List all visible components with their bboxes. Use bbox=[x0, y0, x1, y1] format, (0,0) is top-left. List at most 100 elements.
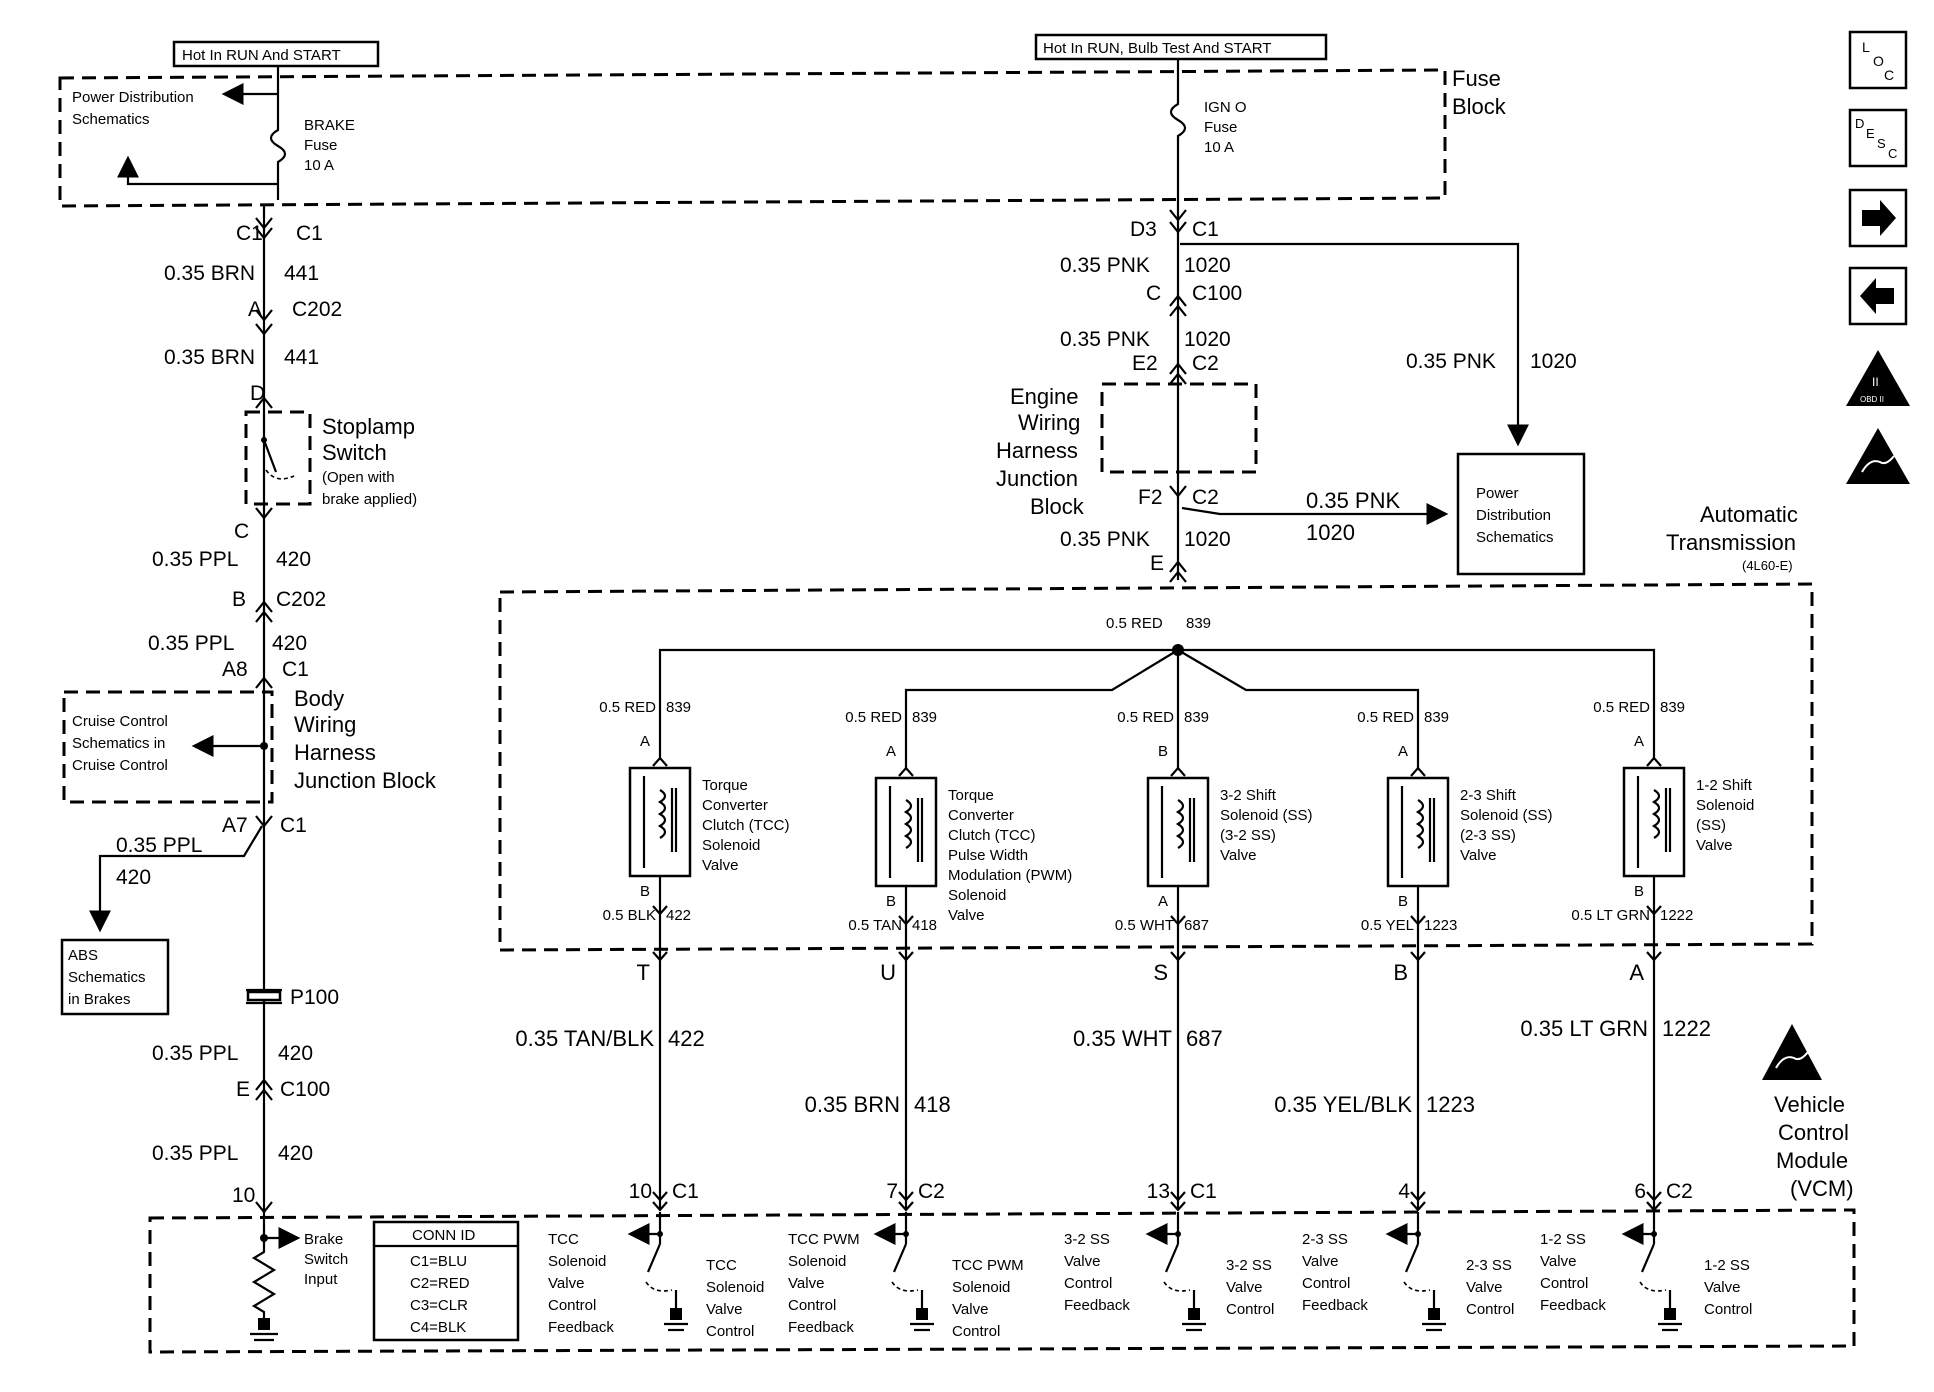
brake-input-circuit bbox=[250, 1212, 301, 1342]
pin-label: 10 bbox=[232, 1184, 255, 1207]
solenoid-body bbox=[874, 776, 938, 888]
next-arrow-icon[interactable] bbox=[1848, 188, 1908, 248]
cruise-label: Schematics in bbox=[72, 735, 165, 752]
conn-label: C1 bbox=[672, 1180, 699, 1203]
control-label: 2-3 SS bbox=[1466, 1257, 1512, 1274]
wire-number: 687 bbox=[1186, 1026, 1223, 1051]
pin-label: E2 bbox=[1132, 352, 1158, 375]
prev-arrow-icon[interactable] bbox=[1848, 266, 1908, 326]
solenoid-body bbox=[1386, 776, 1450, 888]
wire-number: 839 bbox=[666, 699, 691, 716]
wire-number: 839 bbox=[912, 709, 937, 726]
wire-number: 1020 bbox=[1184, 328, 1231, 351]
ground-symbol bbox=[1188, 1308, 1200, 1320]
svg-text:E: E bbox=[1866, 126, 1875, 141]
wire-gauge: 0.35 PNK bbox=[1306, 488, 1400, 513]
wire-number: 420 bbox=[272, 632, 307, 655]
conn-id-table bbox=[372, 1220, 520, 1342]
stoplamp-label: (Open with bbox=[322, 469, 395, 486]
conn-label: C2 bbox=[1192, 486, 1219, 509]
wire-number: 839 bbox=[1184, 709, 1209, 726]
conn-id-row: C1=BLU bbox=[410, 1253, 467, 1270]
pin-label: 4 bbox=[1398, 1180, 1410, 1203]
wire-gauge: 0.35 PNK bbox=[1406, 350, 1496, 373]
wire-number: 1020 bbox=[1306, 520, 1355, 545]
solenoid-label: Solenoid bbox=[702, 837, 760, 854]
wire-gauge: 0.35 PPL bbox=[148, 632, 234, 655]
solenoid-body bbox=[628, 766, 692, 878]
pin-label: 13 bbox=[1147, 1180, 1170, 1203]
feedback-label: TCC bbox=[548, 1231, 579, 1248]
wire-gauge: 0.5 RED bbox=[1357, 709, 1414, 726]
wire-number: 687 bbox=[1184, 917, 1209, 934]
control-label: TCC PWM bbox=[952, 1257, 1024, 1274]
vcm-title: Vehicle bbox=[1774, 1092, 1845, 1117]
control-label: Control bbox=[1466, 1301, 1514, 1318]
wire-gauge: 0.5 RED bbox=[845, 709, 902, 726]
wire-number: 1223 bbox=[1424, 917, 1457, 934]
feedback-label: Control bbox=[548, 1297, 596, 1314]
solenoid-label: Converter bbox=[948, 807, 1014, 824]
wire-gauge: 0.35 PPL bbox=[152, 1042, 238, 1065]
solenoid-body bbox=[1146, 776, 1210, 888]
ground-symbol bbox=[1664, 1308, 1676, 1320]
ign-fuse-symbol bbox=[1169, 60, 1187, 198]
wire-gauge: 0.5 TAN bbox=[848, 917, 902, 934]
abs-label: in Brakes bbox=[68, 991, 131, 1008]
loc-icon[interactable]: L O C bbox=[1848, 30, 1908, 90]
control-label: Valve bbox=[1466, 1279, 1502, 1296]
stoplamp-switch-contact bbox=[262, 439, 278, 473]
wire-gauge: 0.5 YEL bbox=[1361, 917, 1414, 934]
desc-icon[interactable]: D E S C bbox=[1848, 108, 1908, 168]
feedback-label: Feedback bbox=[788, 1319, 854, 1336]
pin-label: B bbox=[1398, 893, 1408, 910]
wire-gauge: 0.35 PNK bbox=[1060, 254, 1150, 277]
pin-label: A bbox=[1634, 733, 1644, 750]
pin-label: D3 bbox=[1130, 218, 1157, 241]
solenoid-label: Solenoid bbox=[1696, 797, 1754, 814]
wire-gauge: 0.35 WHT bbox=[1073, 1026, 1172, 1051]
obd-ii-icon: II OBD II bbox=[1846, 350, 1910, 406]
solenoid-label: 3-2 Shift bbox=[1220, 787, 1277, 804]
body-wiring-label: Body bbox=[294, 686, 344, 711]
fuse-block-title-1: Fuse bbox=[1452, 66, 1501, 91]
ground-symbol bbox=[916, 1308, 928, 1320]
control-label: Valve bbox=[952, 1301, 988, 1318]
solenoid-label: (2-3 SS) bbox=[1460, 827, 1516, 844]
solenoid-label: Clutch (TCC) bbox=[702, 817, 790, 834]
solenoid-label: Solenoid (SS) bbox=[1460, 807, 1553, 824]
conn-id-row: C2=RED bbox=[410, 1275, 470, 1292]
feedback-label: Control bbox=[1064, 1275, 1112, 1292]
right-circuit bbox=[1169, 198, 1529, 583]
fuse-block-title-2: Block bbox=[1452, 94, 1507, 119]
svg-text:C: C bbox=[1884, 67, 1894, 83]
wire-gauge: 0.5 RED bbox=[599, 699, 656, 716]
wire-gauge: 0.35 PPL bbox=[152, 1142, 238, 1165]
power-dist-box bbox=[1456, 452, 1586, 576]
stoplamp-label: Switch bbox=[322, 440, 387, 465]
pin-label: F2 bbox=[1138, 486, 1163, 509]
pin-label: B bbox=[232, 588, 246, 611]
feedback-label: Feedback bbox=[1064, 1297, 1130, 1314]
solenoid-label: Valve bbox=[1460, 847, 1496, 864]
wire-gauge: 0.35 YEL/BLK bbox=[1274, 1092, 1412, 1117]
brake-input-label: Switch bbox=[304, 1251, 348, 1268]
conn-label: C1 bbox=[296, 222, 323, 245]
wire-gauge: 0.35 LT GRN bbox=[1520, 1016, 1648, 1041]
abs-label: ABS bbox=[68, 947, 98, 964]
wire-gauge: 0.35 PPL bbox=[152, 548, 238, 571]
pin-label: D bbox=[250, 382, 265, 405]
solenoid-label: Valve bbox=[948, 907, 984, 924]
pin-label: E bbox=[1150, 552, 1164, 575]
trans-label: Automatic bbox=[1700, 502, 1798, 527]
solenoid-label: Solenoid bbox=[948, 887, 1006, 904]
right-banner: Hot In RUN, Bulb Test And START bbox=[1043, 40, 1271, 57]
splice-label: P100 bbox=[290, 986, 339, 1009]
svg-text:II: II bbox=[1872, 375, 1879, 389]
pin-label: B bbox=[1393, 960, 1408, 985]
wire-number: 839 bbox=[1660, 699, 1685, 716]
pin-label: 6 bbox=[1634, 1180, 1646, 1203]
power-dist-label: Distribution bbox=[1476, 507, 1551, 524]
solenoid-label: 1-2 Shift bbox=[1696, 777, 1753, 794]
